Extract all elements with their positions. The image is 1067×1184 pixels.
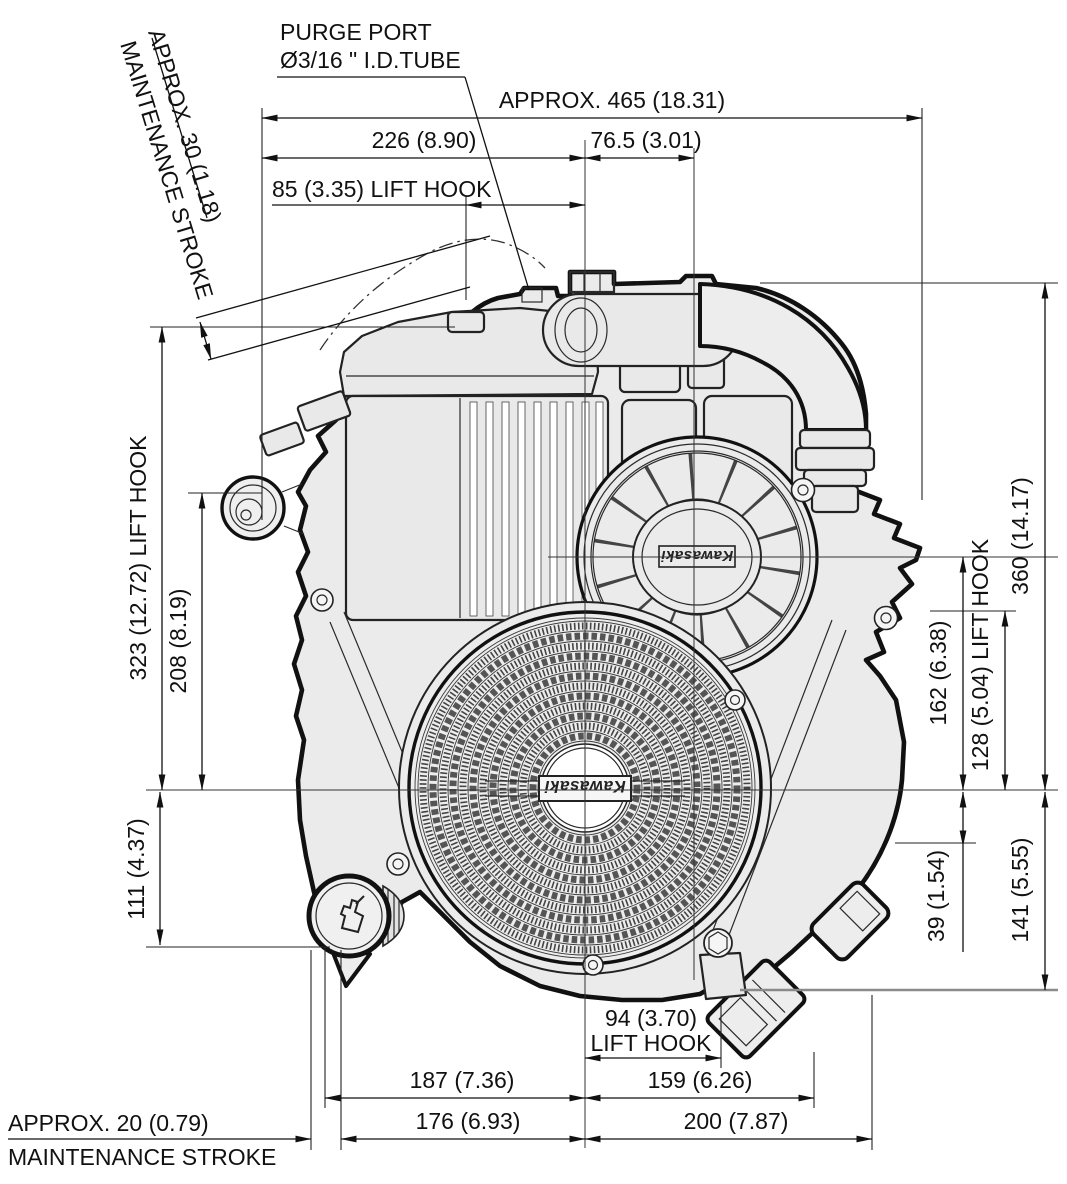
air-cleaner-box: [344, 394, 610, 622]
maint-bottom-label1: APPROX. 20 (0.79): [8, 1110, 209, 1136]
intake-duct: [541, 282, 876, 514]
maint-top-arrows: [199, 321, 212, 360]
dim-85-label: 85 (3.35) LIFT HOOK: [272, 176, 492, 202]
oil-drain-cap: [306, 873, 405, 988]
bolt-washer: [386, 852, 410, 876]
maint-bottom-label2: MAINTENANCE STROKE: [8, 1144, 276, 1170]
bolt-washer: [790, 477, 816, 503]
dim-128-label: 128 (5.04) LIFT HOOK: [967, 538, 993, 771]
dim-overall-width-label: APPROX. 465 (18.31): [499, 87, 725, 113]
dim-159-label: 159 (6.26): [648, 1067, 753, 1093]
fan-vanes: [593, 453, 801, 661]
maint-top-underline: [151, 37, 208, 219]
dim-76-label: 76.5 (3.01): [590, 127, 701, 153]
dim-94-label2: LIFT HOOK: [591, 1030, 713, 1056]
oil-can-icon: [339, 895, 365, 934]
oil-fill-port: [220, 475, 305, 541]
dim-94-label: 94 (3.70): [605, 1005, 697, 1031]
elbow-outlet: [810, 484, 860, 514]
dim-111-label: 111 (4.37): [123, 818, 149, 919]
dim-323-label: 323 (12.72) LIFT HOOK: [125, 435, 151, 681]
dim-360-label: 360 (14.17): [1007, 477, 1033, 595]
dim-141-label: 141 (5.55): [1007, 838, 1033, 943]
bolt-washer: [582, 954, 604, 976]
elbow-flange-1: [798, 428, 872, 450]
purge-port-label1: PURGE PORT: [280, 19, 432, 45]
dim-39-label: 39 (1.54): [923, 850, 949, 942]
dim-200-label: 200 (7.87): [684, 1108, 789, 1134]
dim-187-label: 187 (7.36): [410, 1067, 515, 1093]
bolt-washer: [310, 588, 334, 612]
lift-hook-brackets: [446, 310, 748, 1001]
ignition-coil-parts: [259, 390, 352, 457]
dim-176-label: 176 (6.93): [416, 1108, 521, 1134]
fan-brand-logo: Kawasaki: [660, 547, 733, 564]
recoil-handle-phantom-line: [319, 238, 546, 351]
bolt-washer: [873, 605, 899, 631]
dim-226-label: 226 (8.90): [372, 127, 477, 153]
purge-port-leader: [464, 76, 530, 291]
extension-lines: [146, 108, 1058, 1150]
dim-162-label: 162 (6.38): [925, 621, 951, 726]
maint-top-line2: [207, 286, 471, 361]
purge-port-callout: PURGE PORT Ø3/16 " I.D.TUBE: [277, 19, 530, 291]
bolt-washer: [724, 689, 746, 711]
logo-band-lines: [485, 780, 685, 797]
bolts: [310, 477, 899, 976]
elbow-flange-2: [794, 446, 876, 472]
dim-208-label: 208 (8.19): [165, 589, 191, 694]
centerlines: [146, 140, 1058, 1148]
hex-bolt: [703, 928, 733, 958]
purge-port-label2: Ø3/16 " I.D.TUBE: [280, 47, 461, 73]
purge-port-fitting: [521, 270, 616, 303]
maint-top-line1: [195, 235, 491, 319]
